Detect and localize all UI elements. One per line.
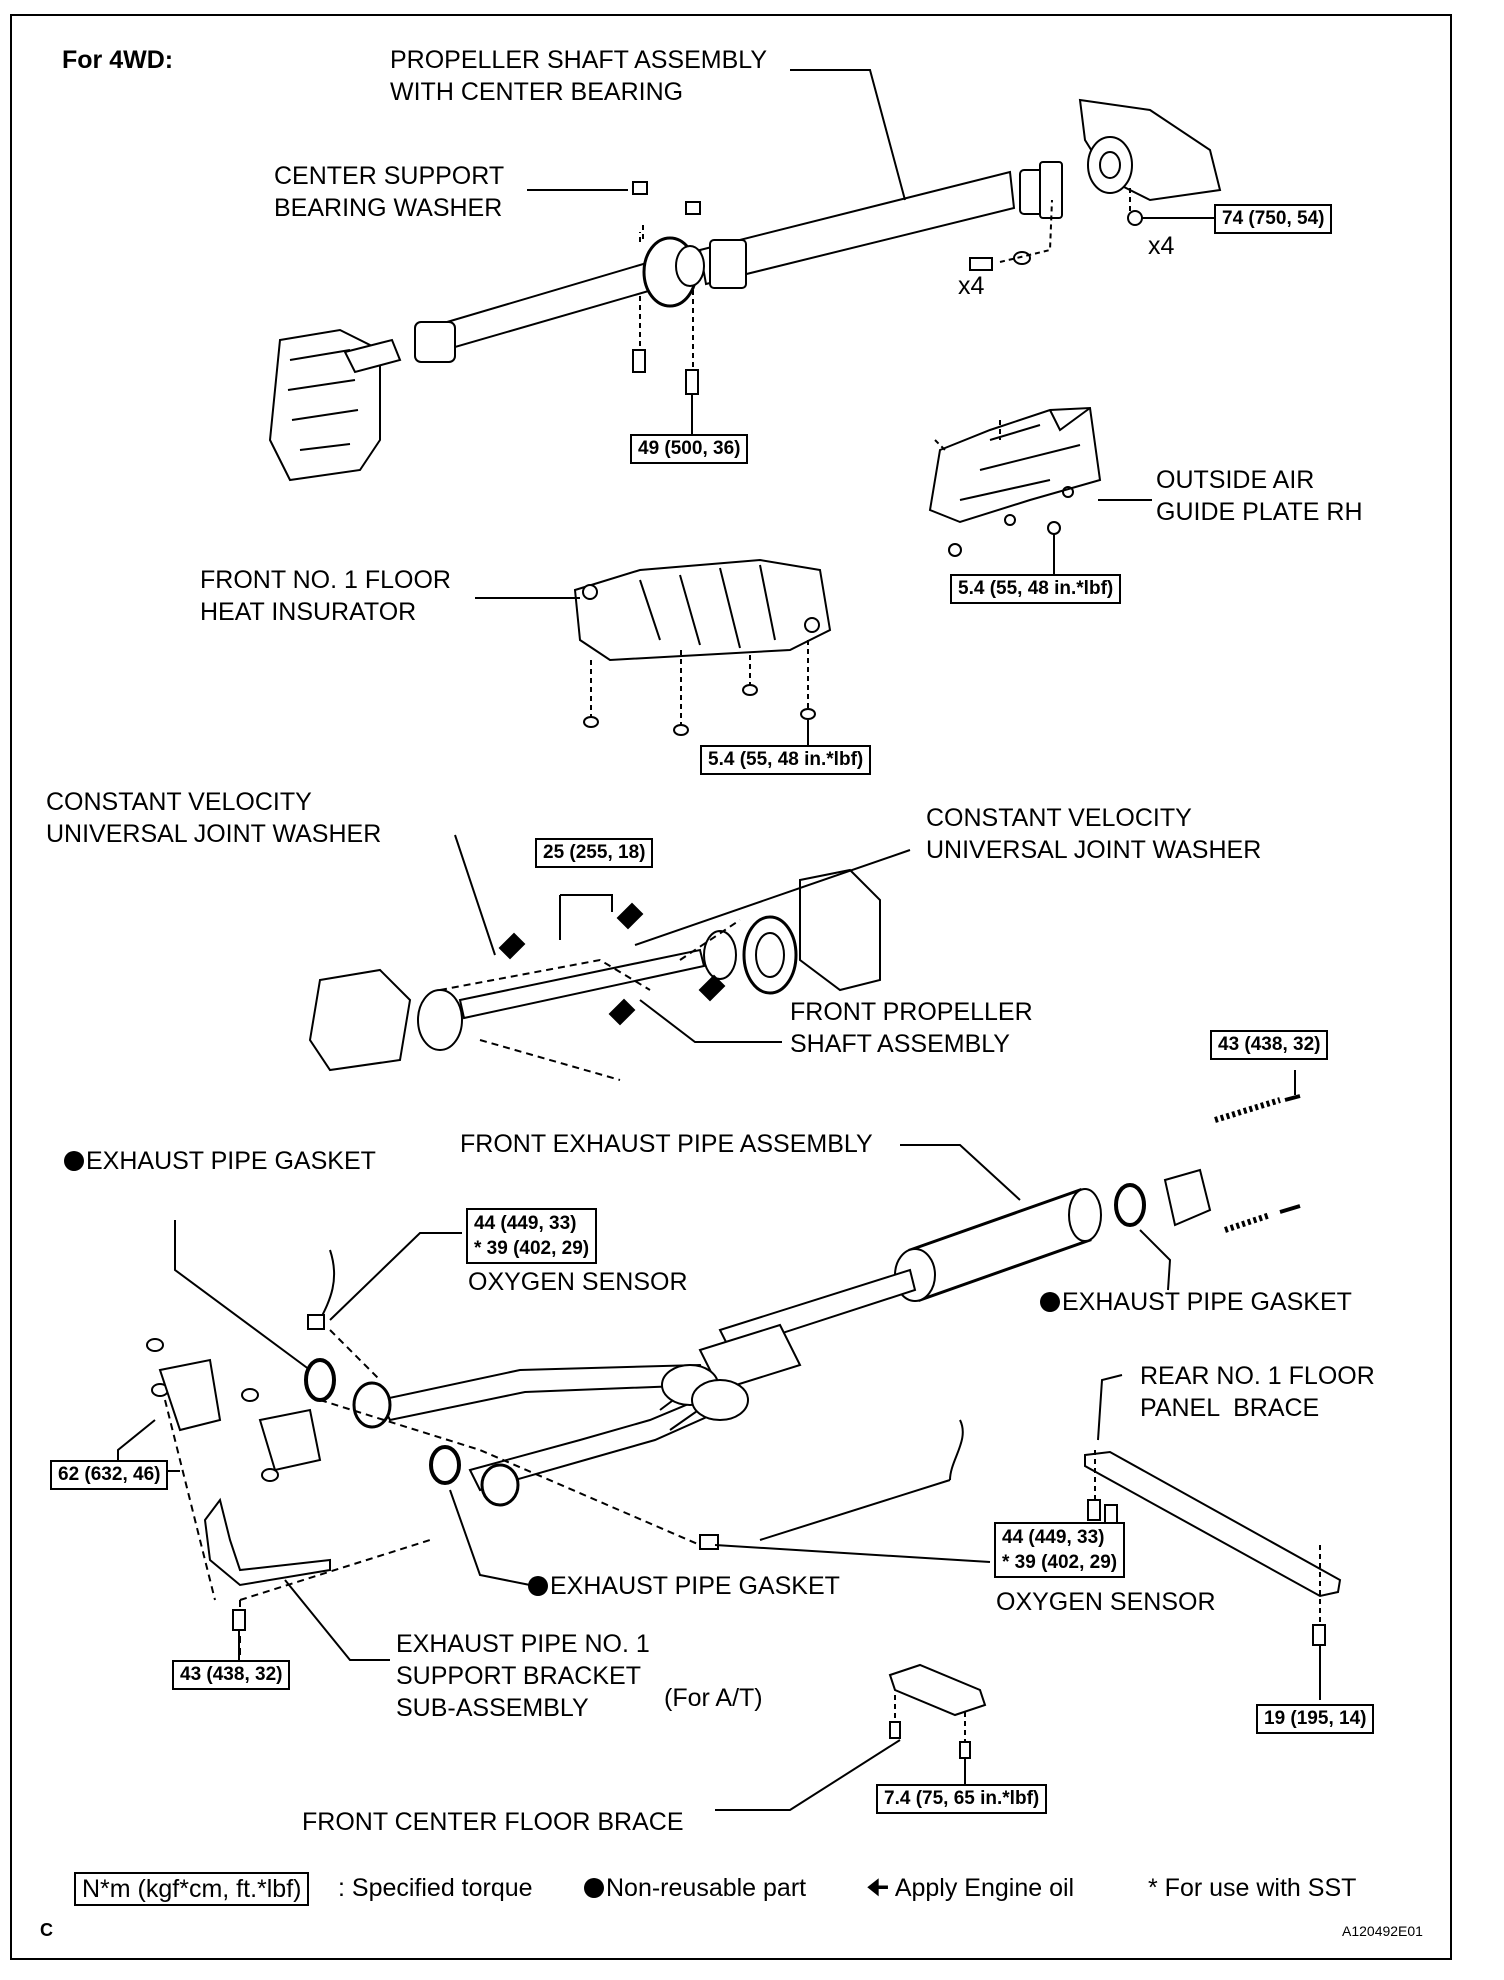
label-front-center-floor-brace: FRONT CENTER FLOOR BRACE	[302, 1808, 684, 1836]
label-heat-insurator: FRONT NO. 1 FLOOR HEAT INSURATOR	[200, 566, 451, 626]
label-outside-air-guide: OUTSIDE AIR GUIDE PLATE RH	[1156, 466, 1363, 526]
label-x4-nuts: x4	[1148, 232, 1175, 260]
torque-19: 19 (195, 14)	[1256, 1704, 1375, 1734]
front-exhaust-pipe-drawing	[304, 1070, 1301, 1550]
outside-air-guide-plate-drawing	[928, 406, 1102, 578]
label-front-propeller-shaft: FRONT PROPELLER SHAFT ASSEMBLY	[790, 998, 1033, 1058]
torque-25: 25 (255, 18)	[535, 838, 654, 868]
front-center-floor-brace-drawing	[888, 1663, 987, 1788]
torque-43-upper: 43 (438, 32)	[1210, 1030, 1329, 1060]
diagram-frame	[10, 14, 1452, 1960]
label-gasket-bottom: EXHAUST PIPE GASKET	[528, 1570, 840, 1602]
non-reusable-dot	[64, 1151, 84, 1171]
propeller-shaft-drawing	[268, 98, 1230, 482]
non-reusable-dot	[584, 1878, 604, 1898]
label-x4-bolts: x4	[958, 272, 985, 300]
label-rear-floor-brace: REAR NO. 1 FLOOR PANEL BRACE	[1140, 1362, 1375, 1422]
label-gasket-top-left: EXHAUST PIPE GASKET	[64, 1145, 376, 1177]
leader-lines	[117, 69, 1172, 1811]
torque-5-4-lower: 5.4 (55, 48 in.*lbf)	[700, 745, 872, 775]
torque-44-lower: 44 (449, 33) * 39 (402, 29)	[994, 1522, 1126, 1578]
gasket-right-text: EXHAUST PIPE GASKET	[1062, 1288, 1352, 1316]
corner-letter: C	[40, 1920, 53, 1940]
label-propeller-shaft: PROPELLER SHAFT ASSEMBLY WITH CENTER BEA…	[390, 46, 767, 106]
label-cv-washer-right: CONSTANT VELOCITY UNIVERSAL JOINT WASHER	[926, 804, 1262, 864]
legend-non-reusable-text: Non-reusable part	[606, 1874, 807, 1902]
legend-apply-oil-text: Apply Engine oil	[894, 1874, 1075, 1902]
legend-apply-oil: 🠈 Apply Engine oil	[866, 1872, 1074, 1904]
torque-44-upper: 44 (449, 33) * 39 (402, 29)	[466, 1208, 598, 1264]
gasket-bottom-text: EXHAUST PIPE GASKET	[550, 1572, 840, 1600]
torque-43-lower: 43 (438, 32)	[172, 1660, 291, 1690]
label-for-at: (For A/T)	[664, 1684, 763, 1712]
torque-62: 62 (632, 46)	[50, 1460, 169, 1490]
non-reusable-dot	[1040, 1292, 1060, 1312]
gasket-top-left-text: EXHAUST PIPE GASKET	[86, 1147, 376, 1175]
legend-unit-box: N*m (kgf*cm, ft.*lbf)	[74, 1872, 310, 1906]
torque-49: 49 (500, 36)	[630, 434, 749, 464]
rear-floor-brace-drawing	[1084, 1450, 1342, 1700]
label-front-exhaust-pipe: FRONT EXHAUST PIPE ASSEMBLY	[460, 1130, 873, 1158]
label-oxygen-sensor-lower: OXYGEN SENSOR	[996, 1588, 1216, 1616]
front-propeller-shaft-drawing	[308, 868, 881, 1081]
torque-5-4-upper: 5.4 (55, 48 in.*lbf)	[950, 574, 1122, 604]
support-bracket-drawing	[146, 1338, 431, 1680]
non-reusable-dot	[528, 1576, 548, 1596]
arrow-left-icon: 🠈	[866, 1874, 890, 1902]
label-oxygen-sensor-upper: OXYGEN SENSOR	[468, 1268, 688, 1296]
label-cv-washer-left: CONSTANT VELOCITY UNIVERSAL JOINT WASHER	[46, 788, 382, 848]
legend-specified-torque: : Specified torque	[338, 1874, 533, 1902]
figure-id: A120492E01	[1342, 1923, 1423, 1939]
torque-7-4: 7.4 (75, 65 in.*lbf)	[876, 1784, 1048, 1814]
label-support-bracket: EXHAUST PIPE NO. 1 SUPPORT BRACKET SUB-A…	[396, 1630, 650, 1722]
heat-insulator-drawing	[573, 558, 832, 760]
label-center-support-washer: CENTER SUPPORT BEARING WASHER	[274, 162, 505, 222]
torque-74: 74 (750, 54)	[1214, 204, 1333, 234]
label-gasket-right: EXHAUST PIPE GASKET	[1040, 1286, 1352, 1318]
legend-non-reusable: Non-reusable part	[584, 1872, 806, 1904]
heading: For 4WD:	[62, 46, 174, 74]
legend-sst: * For use with SST	[1148, 1874, 1357, 1902]
